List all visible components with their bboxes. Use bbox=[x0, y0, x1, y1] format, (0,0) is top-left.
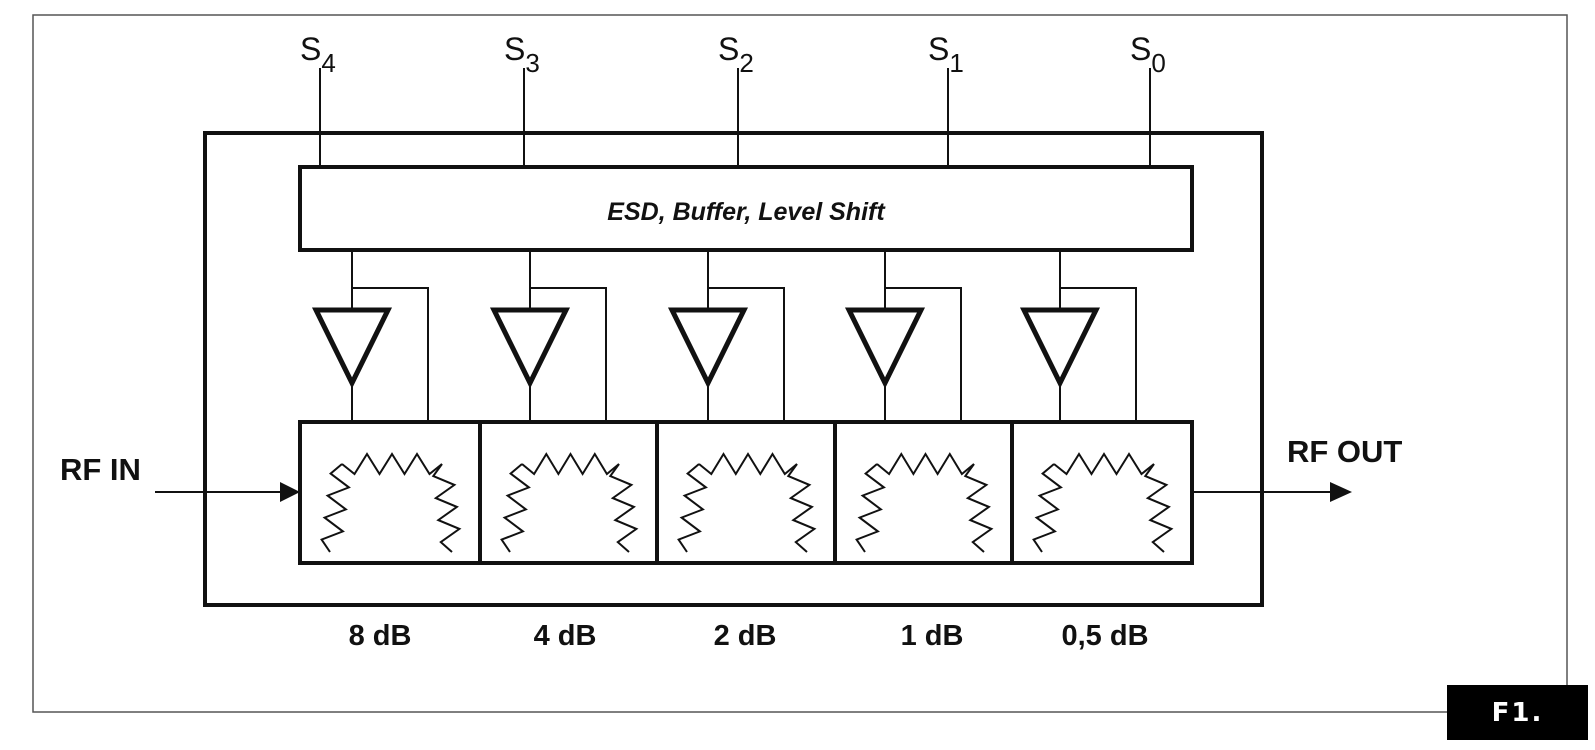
channel-3: S3 4 dB bbox=[478, 31, 659, 652]
signal-index: 2 bbox=[739, 48, 753, 78]
rf-out-arrow-icon bbox=[1330, 482, 1352, 502]
signal-name: S bbox=[504, 31, 525, 67]
buffer-triangle-icon bbox=[311, 307, 393, 389]
series-resistor-icon bbox=[698, 452, 798, 476]
signal-name: S bbox=[928, 31, 949, 67]
attenuator-cell bbox=[298, 420, 482, 565]
signal-index: 1 bbox=[949, 48, 963, 78]
buffer-triangle-icon bbox=[489, 307, 571, 389]
chip-outline bbox=[203, 131, 1264, 607]
shunt-resistor-right-icon bbox=[786, 463, 817, 553]
channel-0: S0 0,5 dB bbox=[1010, 31, 1194, 652]
rf-out-label: RF OUT bbox=[1287, 434, 1402, 469]
bypass-control-line bbox=[885, 287, 962, 422]
signal-label: S3 bbox=[504, 31, 540, 78]
figure-badge: F1. bbox=[1447, 685, 1588, 740]
bypass-control-line bbox=[352, 287, 429, 422]
esd-block-label: ESD, Buffer, Level Shift bbox=[607, 198, 886, 226]
attenuator-cell bbox=[478, 420, 659, 565]
esd-buffer-level-shift-block bbox=[298, 165, 1194, 252]
shunt-resistor-left-icon bbox=[1032, 463, 1063, 553]
rf-in-label: RF IN bbox=[60, 452, 141, 487]
shunt-resistor-right-icon bbox=[963, 463, 994, 553]
series-resistor-icon bbox=[521, 452, 620, 476]
attenuator-cell bbox=[1010, 420, 1194, 565]
series-resistor-icon bbox=[1053, 452, 1155, 476]
attenuation-label: 1 dB bbox=[901, 620, 964, 652]
channel-4: S4 8 dB bbox=[298, 31, 482, 652]
shunt-resistor-left-icon bbox=[320, 463, 351, 553]
signal-index: 0 bbox=[1151, 48, 1165, 78]
signal-label: S1 bbox=[928, 31, 964, 78]
attenuator-cell bbox=[655, 420, 837, 565]
figure-frame bbox=[32, 14, 1568, 713]
signal-name: S bbox=[1130, 31, 1151, 67]
bypass-control-line bbox=[1060, 287, 1137, 422]
buffer-triangle-icon bbox=[1019, 307, 1101, 389]
shunt-resistor-right-icon bbox=[431, 463, 462, 553]
channel-2: S2 2 dB bbox=[655, 31, 837, 652]
signal-name: S bbox=[300, 31, 321, 67]
attenuation-label: 0,5 dB bbox=[1061, 620, 1148, 652]
attenuation-label: 8 dB bbox=[349, 620, 412, 652]
shunt-resistor-left-icon bbox=[677, 463, 708, 553]
channel-1: S1 1 dB bbox=[833, 31, 1014, 652]
shunt-resistor-left-icon bbox=[855, 463, 886, 553]
bypass-control-line bbox=[530, 287, 607, 422]
signal-index: 4 bbox=[321, 48, 335, 78]
series-resistor-icon bbox=[876, 452, 975, 476]
rf-in-arrow-icon bbox=[280, 482, 300, 502]
attenuation-label: 4 dB bbox=[534, 620, 597, 652]
shunt-resistor-left-icon bbox=[500, 463, 531, 553]
buffer-triangle-icon bbox=[844, 307, 926, 389]
signal-label: S2 bbox=[718, 31, 754, 78]
signal-name: S bbox=[718, 31, 739, 67]
signal-label: S0 bbox=[1130, 31, 1166, 78]
shunt-resistor-right-icon bbox=[1143, 463, 1174, 553]
signal-label: S4 bbox=[300, 31, 336, 78]
bypass-control-line bbox=[708, 287, 785, 422]
signal-index: 3 bbox=[525, 48, 539, 78]
attenuation-label: 2 dB bbox=[714, 620, 777, 652]
attenuator-cell bbox=[833, 420, 1014, 565]
buffer-triangle-icon bbox=[667, 307, 749, 389]
series-resistor-icon bbox=[341, 452, 443, 476]
shunt-resistor-right-icon bbox=[608, 463, 639, 553]
